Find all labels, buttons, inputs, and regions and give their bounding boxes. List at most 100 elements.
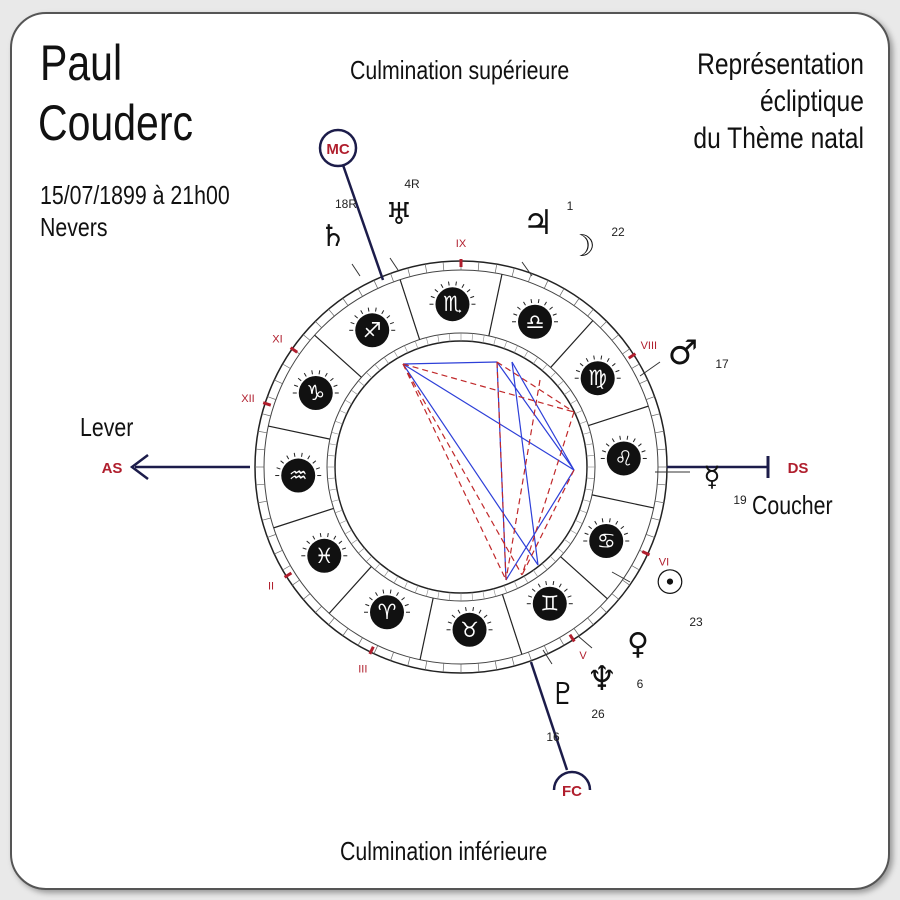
inner-degree-tick — [569, 399, 578, 405]
sign-badge — [580, 361, 615, 396]
degree-tick — [342, 298, 349, 306]
inner-degree-tick — [328, 488, 337, 491]
sun-icon: ☉ — [655, 563, 685, 603]
sign-glyph: ♉ — [460, 618, 479, 642]
degree-tick — [282, 565, 291, 571]
degree-tick — [302, 334, 311, 341]
planet-degree: 17 — [715, 357, 729, 371]
aquarius-icon: ♒ — [275, 452, 322, 493]
sign-divider — [268, 425, 331, 440]
sign-ray — [333, 535, 337, 540]
degree-tick — [622, 348, 630, 355]
scorpio-icon: ♏ — [429, 281, 476, 322]
sign-ray — [382, 589, 385, 594]
sign-glyph: ♈ — [378, 600, 397, 624]
sign-ray — [609, 518, 611, 523]
planet-leader — [611, 571, 631, 583]
sign-ray — [619, 435, 621, 440]
leo-icon: ♌ — [600, 435, 647, 476]
sign-ray — [312, 535, 316, 540]
fc-label: FC — [562, 783, 582, 800]
sign-glyph: ♌ — [614, 446, 633, 470]
saturn-icon: ♄ — [320, 219, 347, 254]
sign-divider — [399, 279, 421, 340]
tense-aspect-line — [402, 363, 523, 576]
title-line-3: du Thème natal — [693, 122, 864, 155]
sign-glyph: ♓ — [315, 544, 334, 568]
sign-ray — [567, 595, 572, 598]
sign-ray — [401, 597, 405, 601]
planet-leader — [577, 635, 593, 649]
inner-degree-tick — [327, 455, 336, 457]
sign-ray — [552, 580, 555, 586]
sign-ray — [276, 467, 281, 470]
inner-degree-tick — [374, 563, 381, 570]
sign-ray — [601, 450, 607, 453]
gemini-icon: ♊ — [526, 580, 573, 621]
person-first-name: Paul — [40, 35, 123, 91]
degree-tick — [654, 430, 664, 434]
planet-leader — [639, 361, 661, 377]
sign-divider — [488, 274, 503, 337]
uranus-icon: ♅ — [386, 197, 413, 232]
sign-ray — [620, 525, 625, 530]
sign-divider — [419, 597, 434, 660]
degree-tick — [511, 267, 515, 277]
degree-tick — [657, 483, 667, 486]
sign-glyph: ♒ — [289, 464, 308, 488]
degree-tick — [528, 651, 532, 661]
sign-glyph: ♑ — [306, 381, 325, 405]
degree-tick — [302, 593, 311, 600]
sign-ray — [531, 588, 536, 592]
degree-tick — [600, 606, 607, 613]
sign-ray — [601, 518, 604, 523]
degree-tick — [315, 321, 322, 328]
sign-ray — [311, 370, 313, 375]
title-line-2: écliptique — [760, 85, 864, 118]
sign-ray — [293, 384, 299, 387]
degree-tick — [477, 261, 480, 271]
inner-degree-tick — [482, 591, 485, 600]
sign-ray — [280, 460, 284, 464]
inner-degree-tick — [366, 372, 373, 379]
planet-leader — [542, 649, 553, 665]
degree-tick — [477, 663, 480, 673]
inner-degree-tick — [585, 488, 594, 491]
degree-tick — [611, 334, 620, 341]
inner-degree-tick — [557, 380, 564, 387]
degree-tick — [573, 628, 580, 636]
degree-tick — [657, 448, 667, 451]
inner-degree-tick — [383, 357, 389, 364]
sign-ray — [350, 321, 355, 325]
planet-degree: 6 — [637, 677, 644, 691]
inner-degree-tick — [482, 334, 485, 343]
inner-degree-tick — [523, 350, 529, 359]
inner-degree-tick — [344, 529, 353, 535]
inner-degree-tick — [393, 575, 399, 584]
degree-tick — [543, 280, 549, 289]
planet-degree: 22 — [611, 225, 625, 239]
degree-tick — [373, 280, 379, 289]
sign-ray — [338, 540, 343, 544]
mercury-icon: ☿ — [703, 460, 720, 493]
sign-badge — [281, 458, 316, 493]
cancer-icon: ♋ — [583, 518, 630, 559]
house-label-III: III — [358, 663, 367, 675]
aries-icon: ♈ — [363, 589, 410, 630]
sign-badge — [518, 304, 553, 339]
sign-ray — [605, 443, 610, 447]
inner-degree-tick — [575, 519, 583, 524]
degree-tick — [258, 500, 268, 504]
degree-tick — [645, 396, 655, 400]
sign-glyph: ♊ — [540, 592, 559, 616]
degree-tick — [407, 267, 411, 277]
sign-ray — [641, 450, 646, 453]
mc-circle — [318, 128, 358, 168]
degree-tick — [631, 565, 640, 571]
sign-ray — [487, 621, 492, 624]
degree-tick — [390, 273, 394, 283]
inner-degree-tick — [331, 432, 340, 435]
sign-ray — [341, 547, 347, 550]
inner-degree-tick — [358, 380, 365, 387]
planet-degree: 4R — [404, 177, 420, 191]
